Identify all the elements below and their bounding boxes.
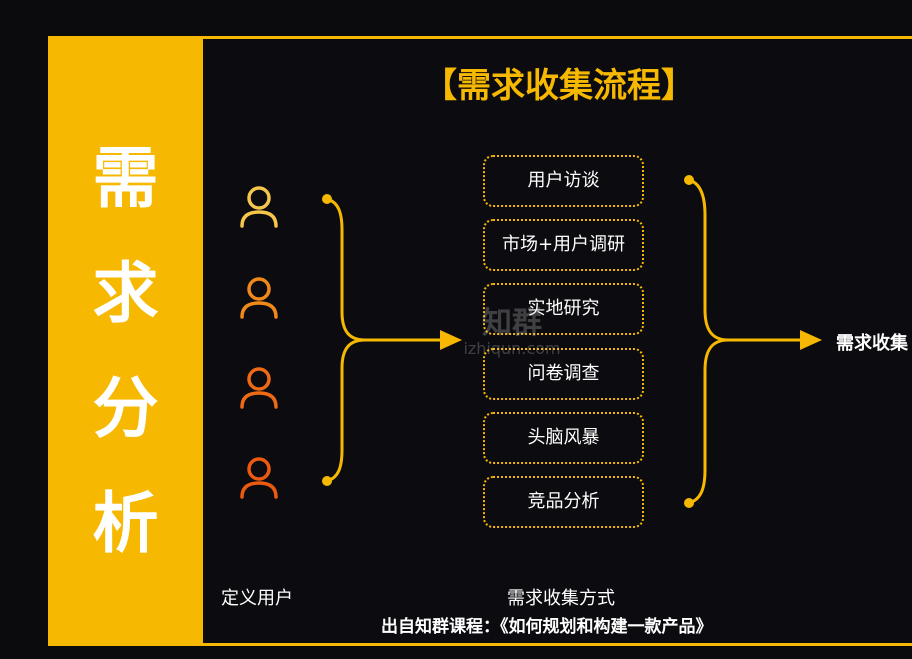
source-note: 出自知群课程：《如何规划和构建一款产品》 [381,617,713,637]
users-caption: 定义用户 [221,588,293,609]
user-icon [240,367,278,409]
brace-dot [684,175,694,185]
method-box: 市场+用户调研 [483,219,644,271]
diagram-title: 【需求收集流程】 [423,66,695,106]
arrow-head [440,330,462,350]
method-box: 问卷调查 [483,348,644,400]
sidebar-banner: 需 求 分 析 [48,36,203,646]
arrow-head [800,330,822,350]
sidebar-char: 需 [92,140,159,217]
sidebar-char: 求 [92,255,159,332]
watermark: 知群 izhiqun.com [452,308,572,358]
right-brace [688,178,800,505]
method-box: 用户访谈 [483,155,644,207]
user-icon [240,457,278,499]
brace-dot [322,476,332,486]
watermark-name: 知群 [482,306,542,341]
sidebar-char: 分 [92,370,159,447]
brace-dot [684,498,694,508]
sidebar-char: 析 [92,485,159,562]
method-box: 头脑风暴 [483,412,644,464]
user-icon [240,186,278,228]
watermark-url: izhiqun.com [463,339,561,358]
left-brace [326,197,440,483]
brace-dot [322,194,332,204]
method-box: 实地研究 [483,283,644,335]
user-icon [240,277,278,319]
method-box: 竞品分析 [483,476,644,528]
methods-caption: 需求收集方式 [507,588,615,609]
result-label: 需求收集 [836,333,908,354]
